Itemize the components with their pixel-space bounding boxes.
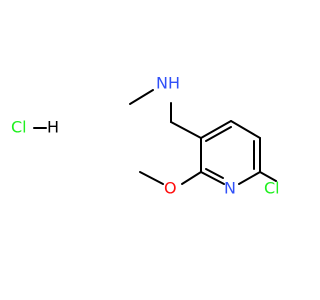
bond-c3-c4-double xyxy=(205,126,232,142)
molecular-structure: N H N O Cl Cl H xyxy=(11,74,280,198)
bond-c6-cl xyxy=(259,171,277,182)
bond-c2-o xyxy=(181,171,202,185)
bond-o-methyl xyxy=(139,171,164,185)
bond-ringn-c2 xyxy=(200,171,225,185)
salt-cl-label: Cl xyxy=(11,118,27,137)
bond-c3-c4 xyxy=(200,120,232,139)
ring-n-label: N xyxy=(224,179,236,198)
amine-h-label: H xyxy=(168,74,180,93)
atom-labels: N H N O Cl Cl H xyxy=(11,74,280,198)
bond-c6-ringn xyxy=(238,171,261,185)
bond-set xyxy=(33,89,277,185)
bond-ch2-ring xyxy=(170,121,202,139)
amine-n-label: N xyxy=(156,74,168,93)
chloro-label: Cl xyxy=(264,179,280,198)
methoxy-o-label: O xyxy=(164,179,177,198)
bond-methyl-amine xyxy=(129,89,154,105)
bond-ringn-c2-double xyxy=(205,168,224,179)
salt-h-label: H xyxy=(47,118,59,137)
bond-c4-c5 xyxy=(230,120,261,139)
